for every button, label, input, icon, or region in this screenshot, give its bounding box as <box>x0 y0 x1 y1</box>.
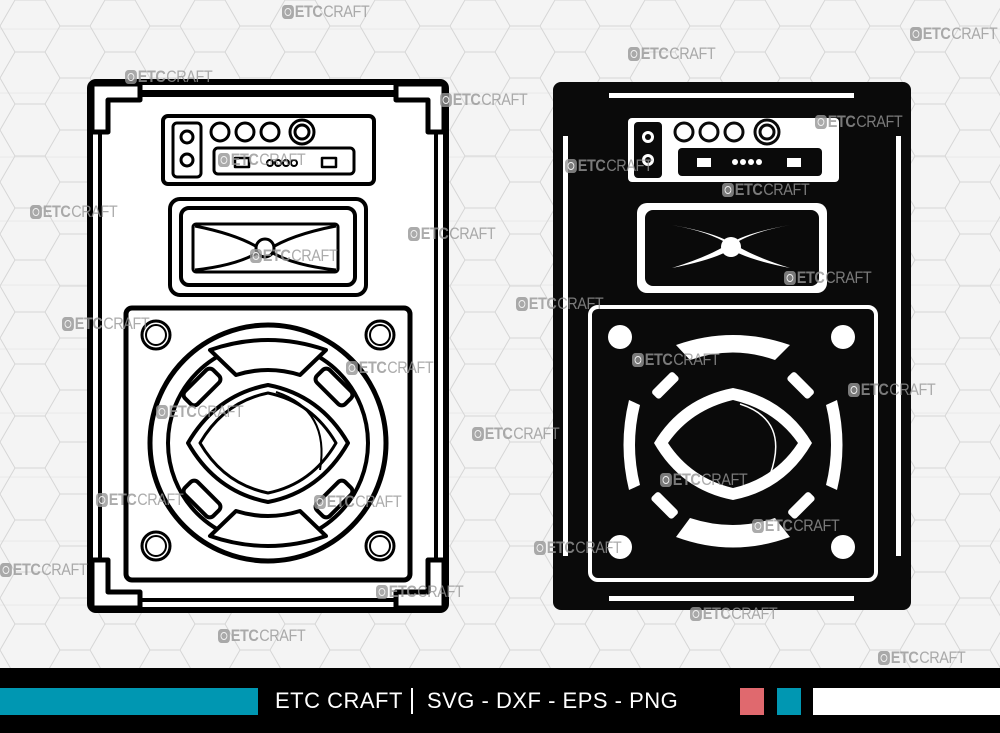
watermark-logo-icon <box>878 651 890 665</box>
watermark-logo-icon <box>376 585 388 599</box>
watermark-logo-icon <box>408 227 420 241</box>
teal-accent-bar <box>0 688 258 715</box>
white-accent-bar <box>813 688 1000 715</box>
watermark-logo-icon <box>690 607 702 621</box>
watermark-logo-icon <box>815 115 827 129</box>
watermark-logo-icon <box>632 353 644 367</box>
watermark-logo-icon <box>440 93 452 107</box>
watermark-logo-icon <box>156 405 168 419</box>
speaker-outline <box>87 79 449 613</box>
watermark-logo-icon <box>660 473 672 487</box>
watermark-logo-icon <box>848 383 860 397</box>
separator <box>410 688 413 714</box>
brand-name: ETC CRAFT <box>275 688 403 713</box>
watermark-logo-icon <box>516 297 528 311</box>
speaker-silhouette <box>553 82 911 610</box>
watermark-logo-icon <box>565 159 577 173</box>
watermark-logo-icon <box>218 629 230 643</box>
watermark-logo-icon <box>534 541 546 555</box>
watermark-logo-icon <box>62 317 74 331</box>
watermark-logo-icon <box>125 70 137 84</box>
watermark-logo-icon <box>628 47 640 61</box>
watermark-logo-icon <box>282 5 294 19</box>
watermark-logo-icon <box>346 361 358 375</box>
watermark-logo-icon <box>250 249 262 263</box>
teal-swatch <box>777 688 801 715</box>
red-swatch <box>740 688 764 715</box>
footer-caption: ETC CRAFT SVG - DXF - EPS - PNG <box>275 685 678 717</box>
watermark-logo-icon <box>314 495 326 509</box>
watermark-logo-icon <box>910 27 922 41</box>
watermark-logo-icon <box>784 271 796 285</box>
watermark-logo-icon <box>0 563 12 577</box>
watermark-logo-icon <box>30 205 42 219</box>
watermark-logo-icon <box>472 427 484 441</box>
watermark-logo-icon <box>96 493 108 507</box>
file-formats: SVG - DXF - EPS - PNG <box>426 688 679 713</box>
watermark-logo-icon <box>752 519 764 533</box>
footer-bar: ETC CRAFT SVG - DXF - EPS - PNG <box>0 668 1000 733</box>
watermark-logo-icon <box>722 183 734 197</box>
watermark-logo-icon <box>218 153 230 167</box>
speaker-artwork <box>87 79 911 613</box>
